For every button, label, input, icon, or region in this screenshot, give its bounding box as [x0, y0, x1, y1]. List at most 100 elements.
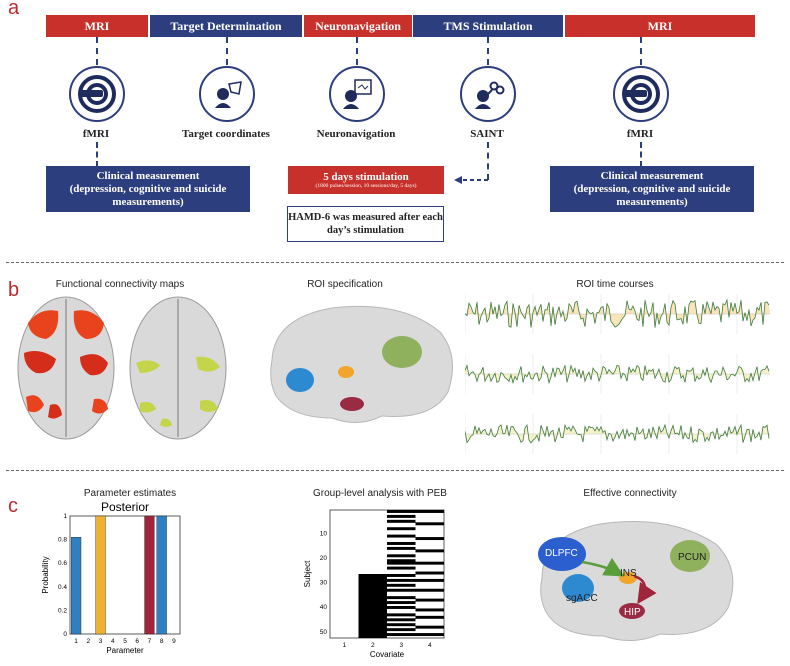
plot-frame [69, 515, 181, 635]
covariate-3-cell [387, 574, 416, 577]
step-label-fmri-post: fMRI [626, 128, 654, 140]
y-axis-label: Probability [41, 556, 50, 593]
time-course-line [465, 423, 770, 444]
covariate-3-cell [387, 534, 416, 538]
timeline-label: Target Determination [170, 18, 282, 33]
step-label-neuronav: Neuronavigation [316, 128, 396, 140]
label-hip: HIP [624, 607, 641, 618]
connector [96, 37, 98, 65]
dlpfc-node [538, 537, 586, 571]
timeline-mri-post: MRI [565, 15, 755, 37]
mri-scanner-icon [69, 66, 125, 122]
mri-scanner-icon [613, 66, 669, 122]
y-tick-label: 0.2 [58, 607, 67, 614]
covariate-4-cell [415, 625, 444, 629]
time-course-line [465, 298, 770, 328]
y-axis-label: Subject [303, 560, 312, 587]
box-line: day’s stimulation [327, 225, 404, 236]
x-tick-label: 2 [371, 642, 375, 649]
y-tick-label: 0.8 [58, 537, 67, 544]
neuronavigation-icon [329, 66, 385, 122]
timeline-target-determination: Target Determination [150, 15, 302, 37]
functional-connectivity-maps [17, 296, 227, 440]
tms-coil-icon [460, 66, 516, 122]
y-tick-label: 10 [320, 530, 328, 537]
covariate-4-cell [415, 578, 444, 582]
label-sgacc: sgACC [566, 593, 598, 604]
connector [226, 37, 228, 65]
covariate-4-cell [415, 522, 444, 526]
chart-title: Posterior [101, 500, 149, 514]
box-line: Clinical measurement [96, 169, 200, 182]
covariate-3-cell [387, 561, 416, 565]
stimulation-detail: (1800 pulses/session, 10 sessions/day, 5… [315, 183, 417, 189]
roi-hip [619, 603, 645, 619]
parameter-estimates-title: Parameter estimates [83, 488, 177, 499]
panel-c-letter: c [8, 495, 18, 517]
effective-connectivity-diagram [538, 521, 734, 641]
box-line: measurements) [112, 195, 184, 208]
x-tick-label: 6 [135, 638, 139, 645]
covariate-2-block [358, 574, 387, 638]
label-ins: INS [620, 568, 637, 579]
roi-sgacc [286, 368, 314, 392]
covariate-3-cell [387, 578, 416, 582]
step-label-saint: SAINT [470, 128, 504, 140]
covariate-4-cell [415, 598, 444, 602]
timeline-mri-pre: MRI [46, 15, 148, 37]
y-tick-label: 0.6 [58, 560, 67, 567]
x-tick-label: 5 [123, 638, 127, 645]
step-label-fmri-pre: fMRI [82, 128, 110, 140]
roi-time-courses [465, 294, 770, 454]
x-tick-label: 2 [87, 638, 91, 645]
clinical-measurement-pre-box: Clinical measurement (depression, cognit… [46, 166, 250, 212]
dlpfc-to-ins-arrow [581, 557, 625, 577]
hamd-box: HAMD-6 was measured after each day’s sti… [287, 206, 444, 242]
time-course-line [465, 364, 770, 385]
box-line: measurements) [616, 195, 688, 208]
arrow-to-stimulation [454, 176, 488, 184]
brain-lateral-view [270, 305, 453, 423]
bar-1 [71, 537, 82, 635]
y-tick-label: 40 [320, 604, 328, 611]
covariate-4-cell [415, 537, 444, 541]
covariate-3-cell [387, 618, 416, 622]
x-tick-label: 8 [160, 638, 164, 645]
covariate-3-cell [387, 613, 416, 617]
timeline-label: TMS Stimulation [443, 18, 533, 33]
covariate-3-cell [387, 623, 416, 627]
roi-timecourses-title: ROI time courses [576, 279, 654, 290]
panel-a-letter: a [8, 0, 20, 19]
covariate-3-cell [387, 566, 416, 570]
connector [640, 142, 642, 167]
covariate-3-cell [387, 583, 416, 587]
roi-specification-brain [270, 305, 453, 423]
x-tick-label: 4 [111, 638, 115, 645]
box-line: Clinical measurement [600, 169, 704, 182]
connector [487, 37, 489, 65]
covariate-4-cell [415, 615, 444, 619]
covariate-3-cell [387, 546, 416, 550]
label-pcun: PCUN [678, 552, 707, 563]
effective-connectivity-title: Effective connectivity [583, 488, 677, 499]
timeline-neuronavigation: Neuronavigation [304, 15, 412, 37]
x-tick-label: 1 [342, 642, 346, 649]
roi-hip [340, 397, 364, 411]
covariate-3-cell [387, 527, 416, 531]
step-label-target: Target coordinates [182, 128, 270, 140]
covariate-4-cell [415, 561, 444, 565]
panel-b-letter: b [8, 279, 20, 301]
roi-spec-title: ROI specification [307, 279, 383, 290]
covariate-3-cell [387, 554, 416, 558]
timeline-label: MRI [84, 18, 110, 33]
roi-sgacc [562, 574, 594, 602]
covariate-3-cell [387, 510, 416, 513]
roi-pcun [382, 336, 422, 368]
section-divider [6, 470, 784, 471]
x-tick-label: 4 [428, 642, 432, 649]
y-tick-label: 20 [320, 555, 328, 562]
y-tick-label: 50 [320, 629, 328, 636]
timeline-label: Neuronavigation [315, 18, 401, 33]
